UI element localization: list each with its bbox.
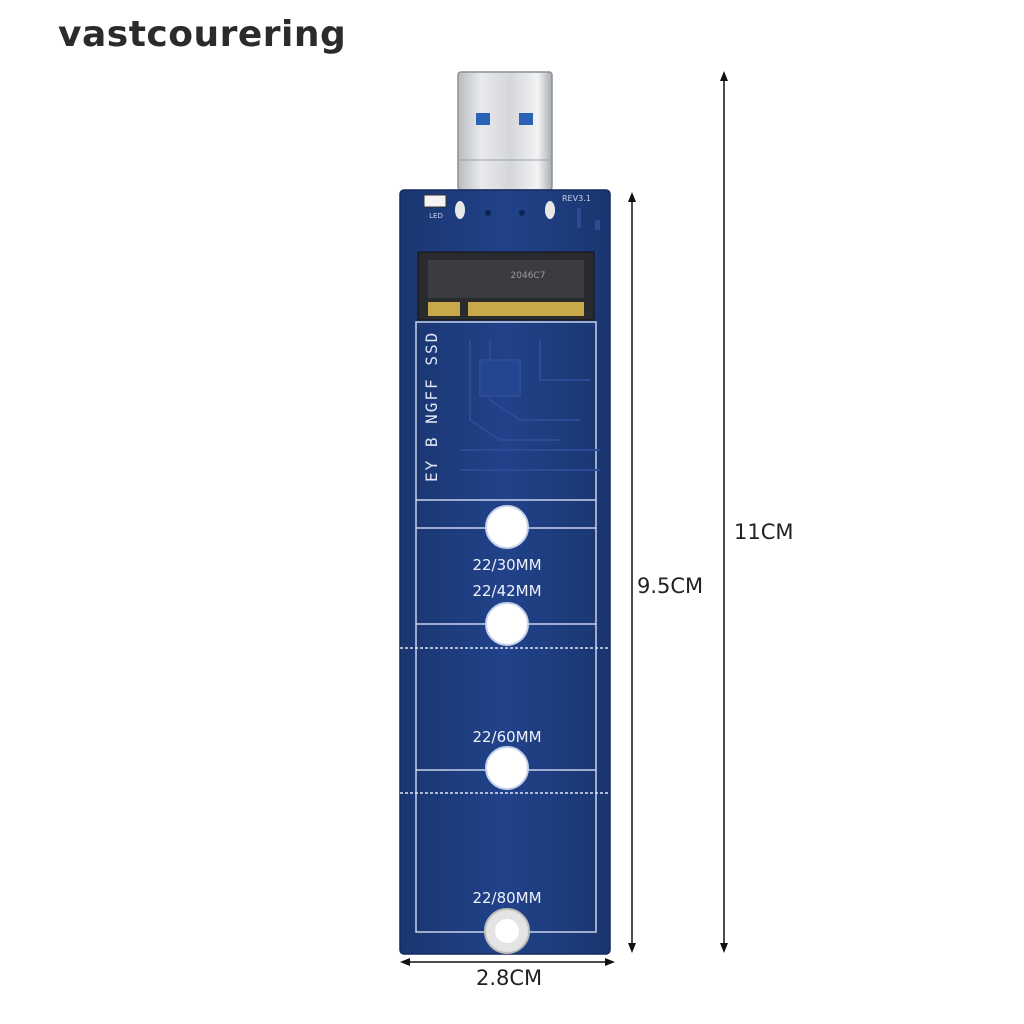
width-label: 2.8CM xyxy=(476,966,543,990)
board-length-label: 9.5CM xyxy=(637,574,704,598)
mount-label-60: 22/60MM xyxy=(472,728,541,746)
mount-label-42: 22/42MM xyxy=(472,582,541,600)
dimension-arrows xyxy=(400,71,728,966)
mount-hole-42 xyxy=(485,602,529,646)
pcb-board: LED REV3.1 2046C7 EY B NGFF SSD xyxy=(399,189,611,955)
watermark-text: vastcourering xyxy=(58,14,347,55)
led-label: LED xyxy=(429,212,443,220)
mount-slot-right xyxy=(545,201,555,219)
rev-label: REV3.1 xyxy=(562,194,591,203)
mount-hole-30 xyxy=(485,505,529,549)
slot-label: EY B NGFF SSD xyxy=(422,331,441,482)
mount-label-30: 22/30MM xyxy=(472,556,541,574)
pcb-traces xyxy=(460,340,600,471)
mount-slot-left xyxy=(455,201,465,219)
usb-pin-window-left xyxy=(476,113,490,125)
connector-code: 2046C7 xyxy=(511,271,546,281)
m2-connector: 2046C7 xyxy=(417,251,595,321)
usb-pin-window-right xyxy=(519,113,533,125)
total-length-label: 11CM xyxy=(734,520,794,544)
mount-label-80: 22/80MM xyxy=(472,889,541,907)
usb-connector xyxy=(457,71,553,191)
led-indicator xyxy=(423,194,447,208)
mount-hole-60 xyxy=(485,746,529,790)
